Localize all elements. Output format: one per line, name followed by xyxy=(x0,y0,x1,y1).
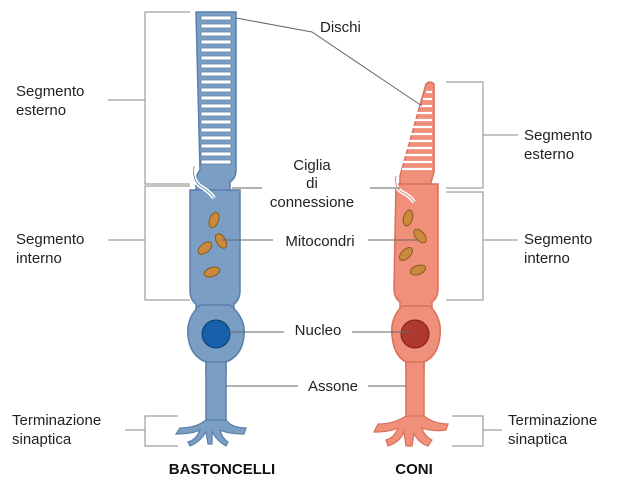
label-ciglia-2: di xyxy=(306,175,318,192)
label-ciglia-3: connessione xyxy=(270,194,354,211)
left-brackets xyxy=(108,12,190,446)
label-assone: Assone xyxy=(308,378,358,395)
label-dischi: Dischi xyxy=(320,19,361,36)
label-segmento-esterno-right-2: esterno xyxy=(524,146,574,163)
label-terminazione-right-1: Terminazione xyxy=(508,412,597,429)
label-coni: CONI xyxy=(395,461,433,478)
label-ciglia-1: Ciglia xyxy=(293,157,331,174)
bracket-inner-segment-left xyxy=(145,186,190,300)
label-segmento-esterno-left-1: Segmento xyxy=(16,83,84,100)
rod-axon xyxy=(206,362,226,426)
label-bastoncelli: BASTONCELLI xyxy=(169,461,275,478)
cone-synaptic-terminal xyxy=(374,416,448,446)
bracket-synaptic-right xyxy=(452,416,483,446)
right-brackets xyxy=(446,82,518,446)
rod-cell xyxy=(176,12,246,446)
label-terminazione-left-2: sinaptica xyxy=(12,431,72,448)
cone-nucleus xyxy=(401,320,429,348)
cone-cell xyxy=(374,82,448,446)
cone-axon xyxy=(406,362,424,422)
rod-nucleus xyxy=(202,320,230,348)
label-segmento-esterno-left-2: esterno xyxy=(16,102,66,119)
bracket-inner-segment-right xyxy=(446,192,483,300)
labels: Dischi Segmento esterno Segmento esterno… xyxy=(12,19,597,478)
label-segmento-interno-right-1: Segmento xyxy=(524,231,592,248)
rod-outer-segment xyxy=(196,12,236,192)
bracket-outer-segment-left xyxy=(145,12,190,184)
bracket-synaptic-left xyxy=(145,416,178,446)
cone-inner-segment xyxy=(394,184,438,312)
label-mitocondri: Mitocondri xyxy=(285,233,354,250)
label-terminazione-right-2: sinaptica xyxy=(508,431,568,448)
label-segmento-interno-left-1: Segmento xyxy=(16,231,84,248)
label-terminazione-left-1: Terminazione xyxy=(12,412,101,429)
label-segmento-interno-right-2: interno xyxy=(524,250,570,267)
label-segmento-interno-left-2: interno xyxy=(16,250,62,267)
label-nucleo: Nucleo xyxy=(295,322,342,339)
bracket-outer-segment-right xyxy=(446,82,483,188)
rod-inner-segment xyxy=(190,190,240,312)
rod-synaptic-terminal xyxy=(176,420,246,446)
label-segmento-esterno-right-1: Segmento xyxy=(524,127,592,144)
